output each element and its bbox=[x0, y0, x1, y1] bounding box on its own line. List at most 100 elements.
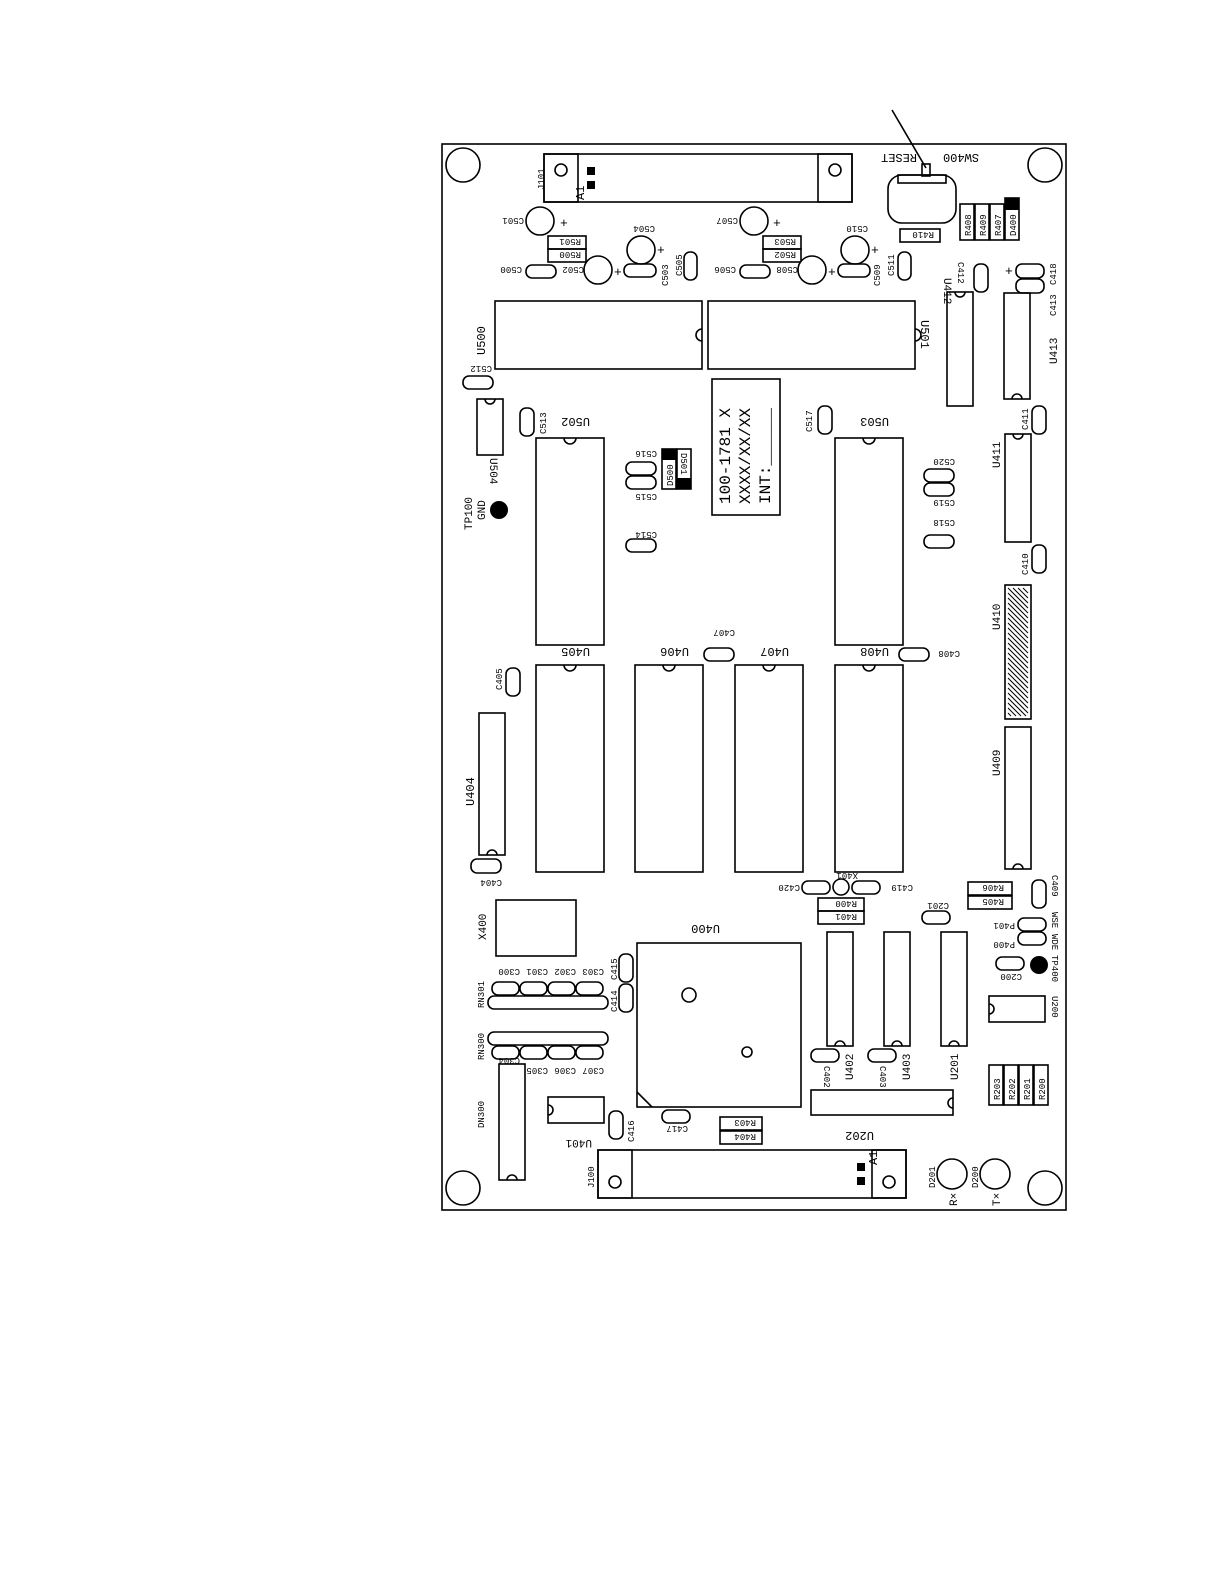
c417-label: C417 bbox=[666, 1123, 688, 1133]
c504-polarity: + bbox=[657, 243, 665, 258]
u400-marker bbox=[741, 1046, 753, 1058]
c419-capacitor bbox=[851, 880, 881, 895]
u410-hatch-line bbox=[1007, 687, 1029, 709]
mounting-hole bbox=[445, 1170, 481, 1206]
r500-label: R500 bbox=[559, 249, 581, 259]
u410-hatch-line bbox=[1007, 652, 1029, 674]
c413-capacitor bbox=[1015, 278, 1045, 294]
j100-hole bbox=[608, 1175, 622, 1189]
pin1-marker bbox=[857, 1163, 865, 1171]
u410-hatch-line bbox=[1007, 627, 1029, 649]
pin1-marker bbox=[857, 1177, 865, 1185]
u405-notch bbox=[563, 664, 577, 672]
c402-label: C402 bbox=[821, 1066, 831, 1088]
c514-capacitor bbox=[625, 538, 657, 553]
c516-label: C516 bbox=[635, 448, 657, 458]
u503-notch bbox=[862, 437, 876, 445]
p400-jumper bbox=[1017, 931, 1047, 946]
u405-ic bbox=[535, 664, 605, 873]
u410-hatch-line bbox=[1007, 592, 1029, 614]
u411-label: U411 bbox=[992, 441, 1004, 468]
c510-capacitor bbox=[840, 235, 870, 265]
d200-signal-label: T× bbox=[992, 1193, 1004, 1206]
dn300-diode-network bbox=[498, 1063, 526, 1181]
c511-label: C511 bbox=[887, 254, 897, 276]
p401-label: P401 bbox=[993, 920, 1015, 930]
c300-capacitor bbox=[491, 981, 520, 996]
u410-hatch-line bbox=[1007, 702, 1022, 717]
r502-resistor bbox=[762, 248, 802, 263]
c412-label: C412 bbox=[955, 262, 965, 284]
c508-capacitor bbox=[797, 255, 827, 285]
c416-label: C416 bbox=[627, 1120, 637, 1142]
d201-led bbox=[936, 1158, 968, 1190]
u411-ic bbox=[1004, 433, 1032, 543]
c501-polarity: + bbox=[560, 216, 568, 231]
u407-ic bbox=[734, 664, 804, 873]
u410-hatch-line bbox=[1007, 622, 1029, 644]
tp100-label: TP100 bbox=[464, 497, 476, 530]
c511-capacitor bbox=[897, 251, 912, 281]
rn301-label: RN301 bbox=[477, 981, 487, 1008]
u502-label: U502 bbox=[561, 414, 590, 428]
u501-label: U501 bbox=[917, 320, 931, 349]
c201-label: C201 bbox=[927, 900, 949, 910]
u402-notch bbox=[834, 1040, 846, 1047]
c304-label: C304 bbox=[498, 1055, 520, 1065]
r404-label: R404 bbox=[734, 1131, 756, 1141]
x400-label: X400 bbox=[478, 914, 490, 940]
c519-label: C519 bbox=[933, 497, 955, 507]
r405-label: R405 bbox=[982, 896, 1004, 906]
u406-ic bbox=[634, 664, 704, 873]
u502-ic bbox=[535, 437, 605, 646]
u400-label: U400 bbox=[691, 921, 720, 935]
u400-corner-mark bbox=[636, 1091, 653, 1108]
c412-capacitor bbox=[973, 263, 989, 293]
pin1-marker bbox=[587, 181, 595, 189]
u403-label: U403 bbox=[902, 1054, 914, 1080]
u410-hatch-line bbox=[1007, 682, 1029, 704]
c414-label: C414 bbox=[610, 990, 620, 1012]
u409-notch bbox=[1012, 863, 1024, 870]
c509-label: C509 bbox=[873, 264, 883, 286]
c420-label: C420 bbox=[778, 882, 800, 892]
c502-polarity: + bbox=[614, 265, 622, 280]
u406-notch bbox=[662, 664, 676, 672]
u403-notch bbox=[891, 1040, 903, 1047]
c518-capacitor bbox=[923, 534, 955, 549]
u410-hatch-line bbox=[1007, 697, 1027, 717]
d400-band bbox=[1005, 198, 1019, 210]
wse-label: WSE bbox=[1049, 912, 1059, 928]
c517-label: C517 bbox=[805, 410, 815, 432]
u409-ic bbox=[1004, 726, 1032, 870]
r202-resistor bbox=[1003, 1064, 1019, 1106]
c300-label: C300 bbox=[498, 966, 520, 976]
c303-capacitor bbox=[575, 981, 604, 996]
u403-ic bbox=[883, 931, 911, 1047]
c503-capacitor bbox=[623, 263, 657, 278]
tp400-label: TP400 bbox=[1049, 955, 1059, 982]
x400-oscillator bbox=[495, 899, 577, 957]
c504-label: C504 bbox=[633, 223, 655, 233]
d501-band bbox=[677, 478, 691, 489]
mounting-hole bbox=[1027, 147, 1063, 183]
c304-capacitor bbox=[491, 1045, 520, 1060]
pin1-marker bbox=[587, 167, 595, 175]
u200-label: U200 bbox=[1049, 996, 1059, 1018]
u408-ic bbox=[834, 664, 904, 873]
rn301-resistor-network bbox=[487, 995, 609, 1010]
c407-label: C407 bbox=[713, 627, 735, 637]
r407-label: R407 bbox=[994, 214, 1004, 236]
d400-label: D400 bbox=[1009, 214, 1019, 236]
c200-capacitor bbox=[995, 956, 1025, 971]
c408-capacitor bbox=[898, 647, 930, 662]
c500-label: C500 bbox=[500, 264, 522, 274]
j101-end-left bbox=[543, 153, 579, 203]
c504-capacitor bbox=[626, 235, 656, 265]
c302-label: C302 bbox=[554, 966, 576, 976]
c501-label: C501 bbox=[502, 215, 524, 225]
c519-capacitor bbox=[923, 482, 955, 497]
c415-label: C415 bbox=[610, 958, 620, 980]
c418-polarity: + bbox=[1005, 264, 1013, 279]
c518-label: C518 bbox=[933, 517, 955, 527]
